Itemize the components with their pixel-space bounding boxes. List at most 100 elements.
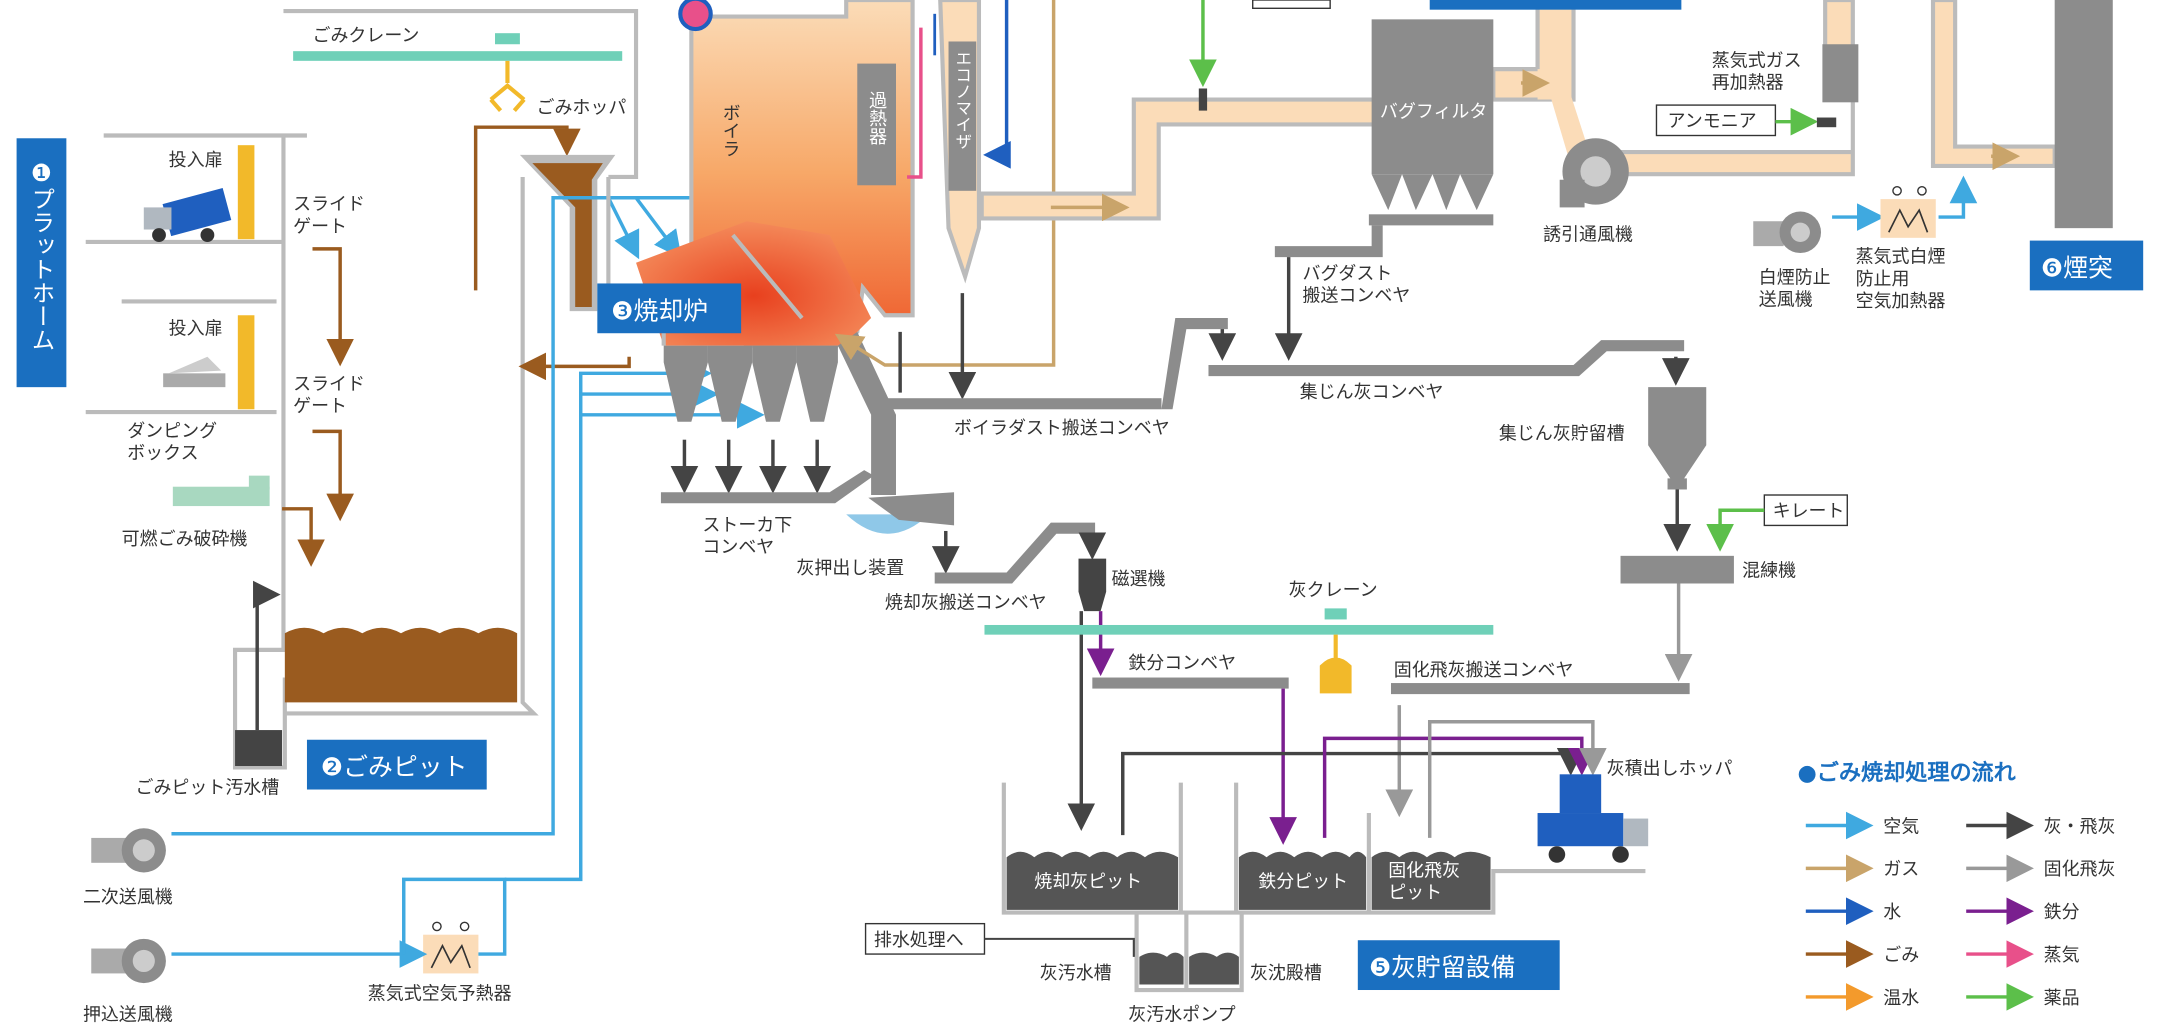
incinerator-badge bbox=[597, 283, 742, 334]
ash-pit-walls bbox=[1001, 782, 1646, 993]
top-badge bbox=[1429, 0, 1682, 10]
ash-loading-hopper-label: 灰積出しホッパ bbox=[1607, 758, 1733, 779]
crusher-label: 可燃ごみ破砕機 bbox=[122, 529, 248, 550]
kneader bbox=[1620, 555, 1734, 584]
stoker-hoppers bbox=[663, 345, 838, 422]
secondary-fan-label: 二次送風機 bbox=[83, 887, 173, 908]
iron-conveyor-label: 鉄分コンベヤ bbox=[1128, 653, 1236, 674]
pit-garbage bbox=[284, 627, 518, 703]
white-smoke-heater-label: 蒸気式白煙防止用空気加熱器 bbox=[1856, 247, 1946, 312]
garbage-pit-badge bbox=[306, 739, 487, 790]
pit-wastewater-tank bbox=[235, 730, 283, 767]
wastewater-tank bbox=[1139, 952, 1184, 985]
flue-duct bbox=[979, 0, 2057, 222]
garbage-flow-pit-back bbox=[518, 352, 631, 381]
steam-line bbox=[907, 27, 923, 179]
induced-fan-label: 誘引通風機 bbox=[1543, 225, 1633, 246]
superheater-label: 過熱器 bbox=[866, 91, 887, 145]
boiler-dust-conveyor bbox=[884, 398, 1162, 410]
iron-conveyor bbox=[1092, 677, 1289, 689]
gas-recirc-line bbox=[834, 0, 1056, 367]
chem-injector-1 bbox=[1198, 88, 1208, 111]
fly-ash-silo bbox=[1648, 387, 1707, 490]
legend-item-label: 蒸気 bbox=[2044, 945, 2080, 966]
legend-item-label: 灰・飛灰 bbox=[2044, 816, 2116, 837]
garbage-flow-gate-2 bbox=[312, 429, 354, 522]
legend-item-label: ガス bbox=[1883, 859, 1919, 880]
to-drainage-box bbox=[864, 922, 986, 955]
fly-ash-conveyor-label: 集じん灰コンベヤ bbox=[1300, 382, 1444, 403]
platform-section: ❶プラットホーム 投入扉 投入扉 ダンピングボックス 可燃ごみ破砕機 スライドゲ… bbox=[16, 133, 365, 770]
crusher-icon bbox=[172, 475, 270, 507]
ash-chute bbox=[837, 331, 896, 496]
chimney bbox=[2054, 0, 2113, 229]
economizer-label: エコノマイザ bbox=[953, 50, 972, 150]
magnetic-separator bbox=[1078, 558, 1107, 612]
steam-air-preheater-icon bbox=[423, 921, 479, 974]
chelate-box bbox=[1763, 494, 1848, 527]
boiler-dust-drops bbox=[898, 293, 962, 393]
garbage-hopper-label: ごみホッパ bbox=[536, 97, 626, 118]
stoker-conveyor bbox=[660, 470, 874, 504]
slide-gate-2-label: スライドゲート bbox=[293, 374, 365, 417]
legend-item-label: 水 bbox=[1883, 902, 1901, 923]
solid-fly-ash-pit bbox=[1371, 851, 1491, 910]
stoker-conveyor-label: ストーカ下コンベヤ bbox=[702, 515, 792, 558]
boiler-dust-conveyor-label: ボイラダスト搬送コンベヤ bbox=[954, 418, 1170, 439]
induced-fan-icon bbox=[1559, 138, 1629, 208]
boiler-label: ボイラ bbox=[720, 104, 741, 158]
incinerator-section: ボイラ 過熱器 エコノマイザ ストーカ下コンベヤ ❸焼却炉 bbox=[597, 0, 1237, 579]
dumping-box-icon bbox=[163, 356, 226, 388]
solid-fly-ash-conveyor bbox=[1390, 683, 1690, 695]
push-fan-icon bbox=[91, 938, 166, 984]
slide-gate-1-label: スライドゲート bbox=[293, 194, 365, 237]
push-fan-label: 押込送風機 bbox=[83, 1004, 173, 1025]
solid-to-truck bbox=[1427, 720, 1607, 838]
ash-grab-icon bbox=[1319, 634, 1352, 694]
ash-storage-badge bbox=[1357, 940, 1560, 991]
ammonia-box bbox=[1655, 104, 1777, 137]
input-door-2-label: 投入扉 bbox=[169, 319, 223, 340]
ammonia-injector bbox=[1816, 117, 1837, 128]
bag-dust-conveyor-label: バグダスト搬送コンベヤ bbox=[1303, 263, 1411, 306]
bottom-ash-conveyor bbox=[934, 522, 1096, 584]
white-smoke-fan-label: 白煙防止送風機 bbox=[1759, 267, 1831, 310]
solid-fly-ash-conveyor-label: 固化飛灰搬送コンベヤ bbox=[1394, 660, 1574, 681]
steam-drum-icon bbox=[678, 0, 713, 32]
legend-item-label: ごみ bbox=[1883, 945, 1919, 966]
garbage-crane-trolley bbox=[495, 33, 520, 45]
ash-extruder-label: 灰押出し装置 bbox=[796, 558, 904, 579]
bottom-ash-pit bbox=[1006, 851, 1179, 910]
garbage-truck-icon bbox=[143, 187, 232, 242]
ash-crane-label: 灰クレーン bbox=[1289, 580, 1378, 601]
settling-tank bbox=[1189, 952, 1239, 985]
platform-wall bbox=[232, 135, 287, 770]
garbage-crane-label: ごみクレーン bbox=[312, 25, 419, 46]
steam-gas-reheater bbox=[1822, 44, 1859, 103]
legend-item-label: 薬品 bbox=[2044, 988, 2080, 1009]
ash-flow-pump-up bbox=[253, 580, 281, 731]
kneader-label: 混練機 bbox=[1742, 561, 1796, 582]
legend-item-label: 固化飛灰 bbox=[2044, 859, 2116, 880]
platform-floor-upper bbox=[85, 133, 307, 415]
incinerator-title: ❸焼却炉 bbox=[611, 296, 708, 325]
ash-wastewater-pump-label: 灰汚水ポンプ bbox=[1128, 1004, 1235, 1025]
garbage-crane-rail bbox=[293, 51, 623, 61]
chelate-line bbox=[1706, 508, 1765, 552]
chimney-title: ❻煙突 bbox=[2041, 254, 2113, 283]
water-line bbox=[983, 0, 1011, 169]
legend-item-label: 空気 bbox=[1883, 816, 1919, 837]
bottom-ash-pit-label: 焼却灰ピット bbox=[1034, 872, 1142, 893]
iron-pit bbox=[1238, 851, 1367, 910]
superheater bbox=[857, 63, 896, 186]
economizer bbox=[948, 41, 977, 191]
input-door-1 bbox=[237, 145, 255, 240]
input-door-1-label: 投入扉 bbox=[169, 150, 223, 171]
chelate-label: キレート bbox=[1773, 501, 1845, 522]
steam-gas-reheater-label: 蒸気式ガス再加熱器 bbox=[1712, 50, 1802, 93]
garbage-grab-icon bbox=[489, 60, 526, 112]
garbage-flow-crusher bbox=[282, 507, 325, 567]
steam-air-preheater-label: 蒸気式空気予熱器 bbox=[368, 984, 512, 1005]
white-smoke-heater-icon bbox=[1880, 185, 1936, 238]
bag-filter-label: バグフィルタ bbox=[1380, 102, 1487, 123]
